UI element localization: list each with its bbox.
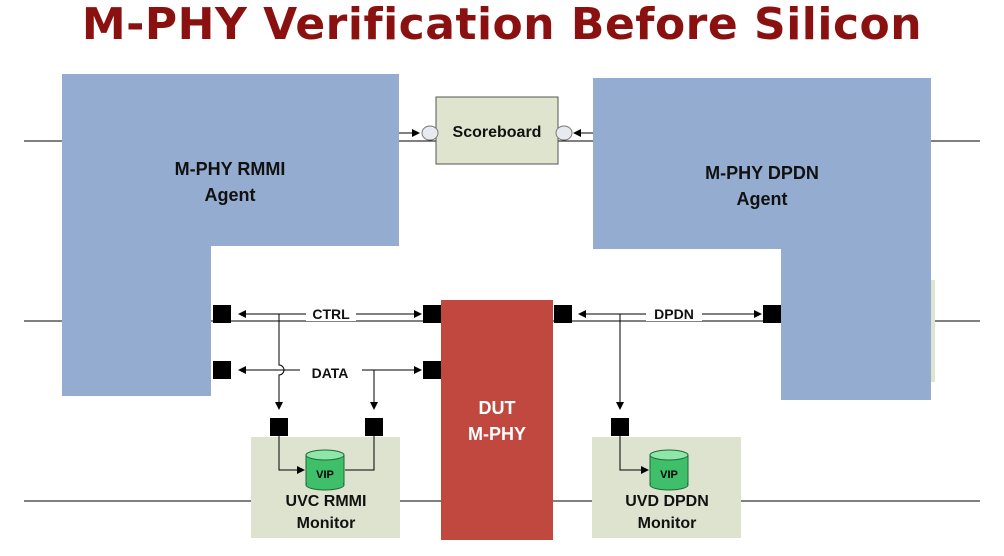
data-port-rmmi — [213, 361, 231, 379]
scoreboard-connectors — [399, 125, 593, 141]
ctrl-port-rmmi — [213, 305, 231, 323]
dpdn-vip-label: VIP — [660, 469, 678, 481]
rmmi-agent[interactable]: M-PHY RMMI Agent — [62, 74, 399, 396]
dpdn-agent-label-2: Agent — [737, 189, 788, 209]
rmmi-monitor-port-right — [365, 418, 383, 436]
dpdn-vip-top — [649, 449, 689, 461]
scoreboard-port-left — [421, 125, 439, 141]
scoreboard-label: Scoreboard — [453, 124, 542, 141]
rmmi-monitor[interactable]: UVC RMMI Monitor VIP — [251, 437, 400, 538]
dpdn-agent[interactable]: M-PHY DPDN Agent — [593, 78, 935, 400]
ctrl-port-dut — [423, 305, 441, 323]
rmmi-monitor-taps — [270, 314, 383, 474]
tap-ctrl-to-monitor — [278, 314, 285, 408]
dut-label-1: DUT — [479, 398, 516, 418]
dpdn-vip-cylinder: VIP — [649, 449, 689, 491]
ctrl-label: CTRL — [312, 306, 350, 322]
dpdn-port-agent — [763, 305, 781, 323]
data-port-dut — [423, 361, 441, 379]
rmmi-vip-label: VIP — [316, 469, 334, 481]
dpdn-agent-edge — [930, 280, 935, 382]
rmmi-agent-label-2: Agent — [205, 185, 256, 205]
ctrl-signal: CTRL — [213, 305, 441, 323]
dpdn-monitor[interactable]: UVD DPDN Monitor VIP — [592, 437, 741, 538]
dut-shape — [441, 300, 553, 540]
page-title: M-PHY Verification Before Silicon — [81, 0, 923, 50]
rmmi-monitor-label-1: UVC RMMI — [286, 493, 367, 510]
scoreboard-port-right — [555, 125, 573, 141]
rmmi-monitor-label-2: Monitor — [297, 515, 356, 532]
dpdn-monitor-taps — [611, 314, 649, 474]
rmmi-agent-shape — [62, 74, 399, 396]
rmmi-agent-label-1: M-PHY RMMI — [175, 159, 286, 179]
dpdn-label: DPDN — [654, 306, 694, 322]
dpdn-label-bg — [646, 305, 702, 321]
rmmi-internal-right — [345, 436, 375, 471]
rmmi-vip-cylinder: VIP — [305, 449, 345, 491]
dpdn-port-dut — [554, 305, 572, 323]
rmmi-vip-top — [305, 449, 345, 461]
scoreboard[interactable]: Scoreboard — [435, 96, 559, 165]
dpdn-monitor-label-2: Monitor — [638, 515, 697, 532]
dpdn-vip-bottom-cover — [651, 478, 687, 485]
data-signal: DATA — [213, 361, 441, 381]
dpdn-monitor-label-1: UVD DPDN — [625, 493, 709, 510]
rmmi-monitor-port-left — [270, 418, 288, 436]
rmmi-vip-bottom-cover — [307, 478, 343, 485]
dut-label-2: M-PHY — [468, 424, 526, 444]
data-label: DATA — [312, 365, 349, 381]
ctrl-label-bg — [306, 305, 356, 321]
dpdn-agent-label-1: M-PHY DPDN — [705, 163, 819, 183]
dpdn-agent-shape — [593, 78, 931, 400]
scoreboard-box — [435, 96, 559, 165]
dpdn-signal: DPDN — [554, 305, 781, 323]
dut-block[interactable]: DUT M-PHY — [441, 300, 553, 540]
data-label-bg — [300, 362, 362, 378]
dpdn-monitor-port — [611, 418, 629, 436]
